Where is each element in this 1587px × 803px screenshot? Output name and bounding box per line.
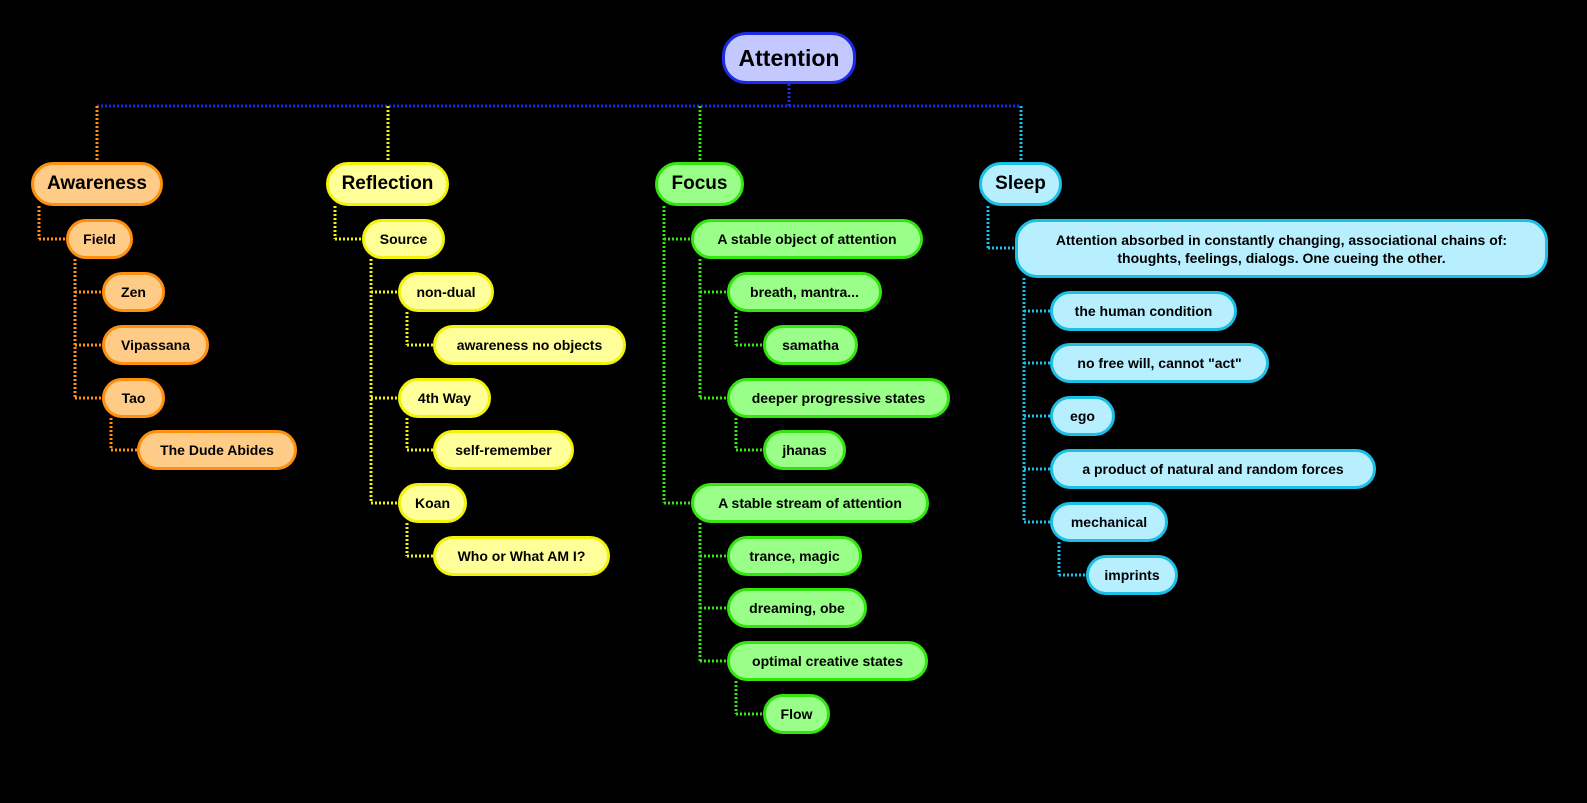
- root-node-attention[interactable]: Attention: [722, 32, 856, 84]
- node-awareness-no-objects[interactable]: awareness no objects: [433, 325, 626, 365]
- node-imprints[interactable]: imprints: [1086, 555, 1178, 595]
- node-no-free-will[interactable]: no free will, cannot "act": [1050, 343, 1269, 383]
- node-non-dual[interactable]: non-dual: [398, 272, 494, 312]
- node-sleep[interactable]: Sleep: [979, 162, 1062, 206]
- node-product-of-forces[interactable]: a product of natural and random forces: [1050, 449, 1376, 489]
- node-reflection[interactable]: Reflection: [326, 162, 449, 206]
- node-koan[interactable]: Koan: [398, 483, 467, 523]
- node-trance-magic[interactable]: trance, magic: [727, 536, 862, 576]
- node-attention-absorbed[interactable]: Attention absorbed in constantly changin…: [1015, 219, 1548, 278]
- node-the-human-condition[interactable]: the human condition: [1050, 291, 1237, 331]
- node-mechanical[interactable]: mechanical: [1050, 502, 1168, 542]
- node-the-dude-abides[interactable]: The Dude Abides: [137, 430, 297, 470]
- node-tao[interactable]: Tao: [102, 378, 165, 418]
- node-jhanas[interactable]: jhanas: [763, 430, 846, 470]
- node-focus[interactable]: Focus: [655, 162, 744, 206]
- node-optimal-creative-states[interactable]: optimal creative states: [727, 641, 928, 681]
- node-source[interactable]: Source: [362, 219, 445, 259]
- node-stable-object[interactable]: A stable object of attention: [691, 219, 923, 259]
- node-awareness[interactable]: Awareness: [31, 162, 163, 206]
- node-breath-mantra[interactable]: breath, mantra...: [727, 272, 882, 312]
- node-deeper-progressive-states[interactable]: deeper progressive states: [727, 378, 950, 418]
- node-zen[interactable]: Zen: [102, 272, 165, 312]
- node-stable-stream[interactable]: A stable stream of attention: [691, 483, 929, 523]
- node-vipassana[interactable]: Vipassana: [102, 325, 209, 365]
- node-samatha[interactable]: samatha: [763, 325, 858, 365]
- node-flow[interactable]: Flow: [763, 694, 830, 734]
- node-4th-way[interactable]: 4th Way: [398, 378, 491, 418]
- node-ego[interactable]: ego: [1050, 396, 1115, 436]
- node-self-remember[interactable]: self-remember: [433, 430, 574, 470]
- node-field[interactable]: Field: [66, 219, 133, 259]
- node-who-or-what-am-i[interactable]: Who or What AM I?: [433, 536, 610, 576]
- node-dreaming-obe[interactable]: dreaming, obe: [727, 588, 867, 628]
